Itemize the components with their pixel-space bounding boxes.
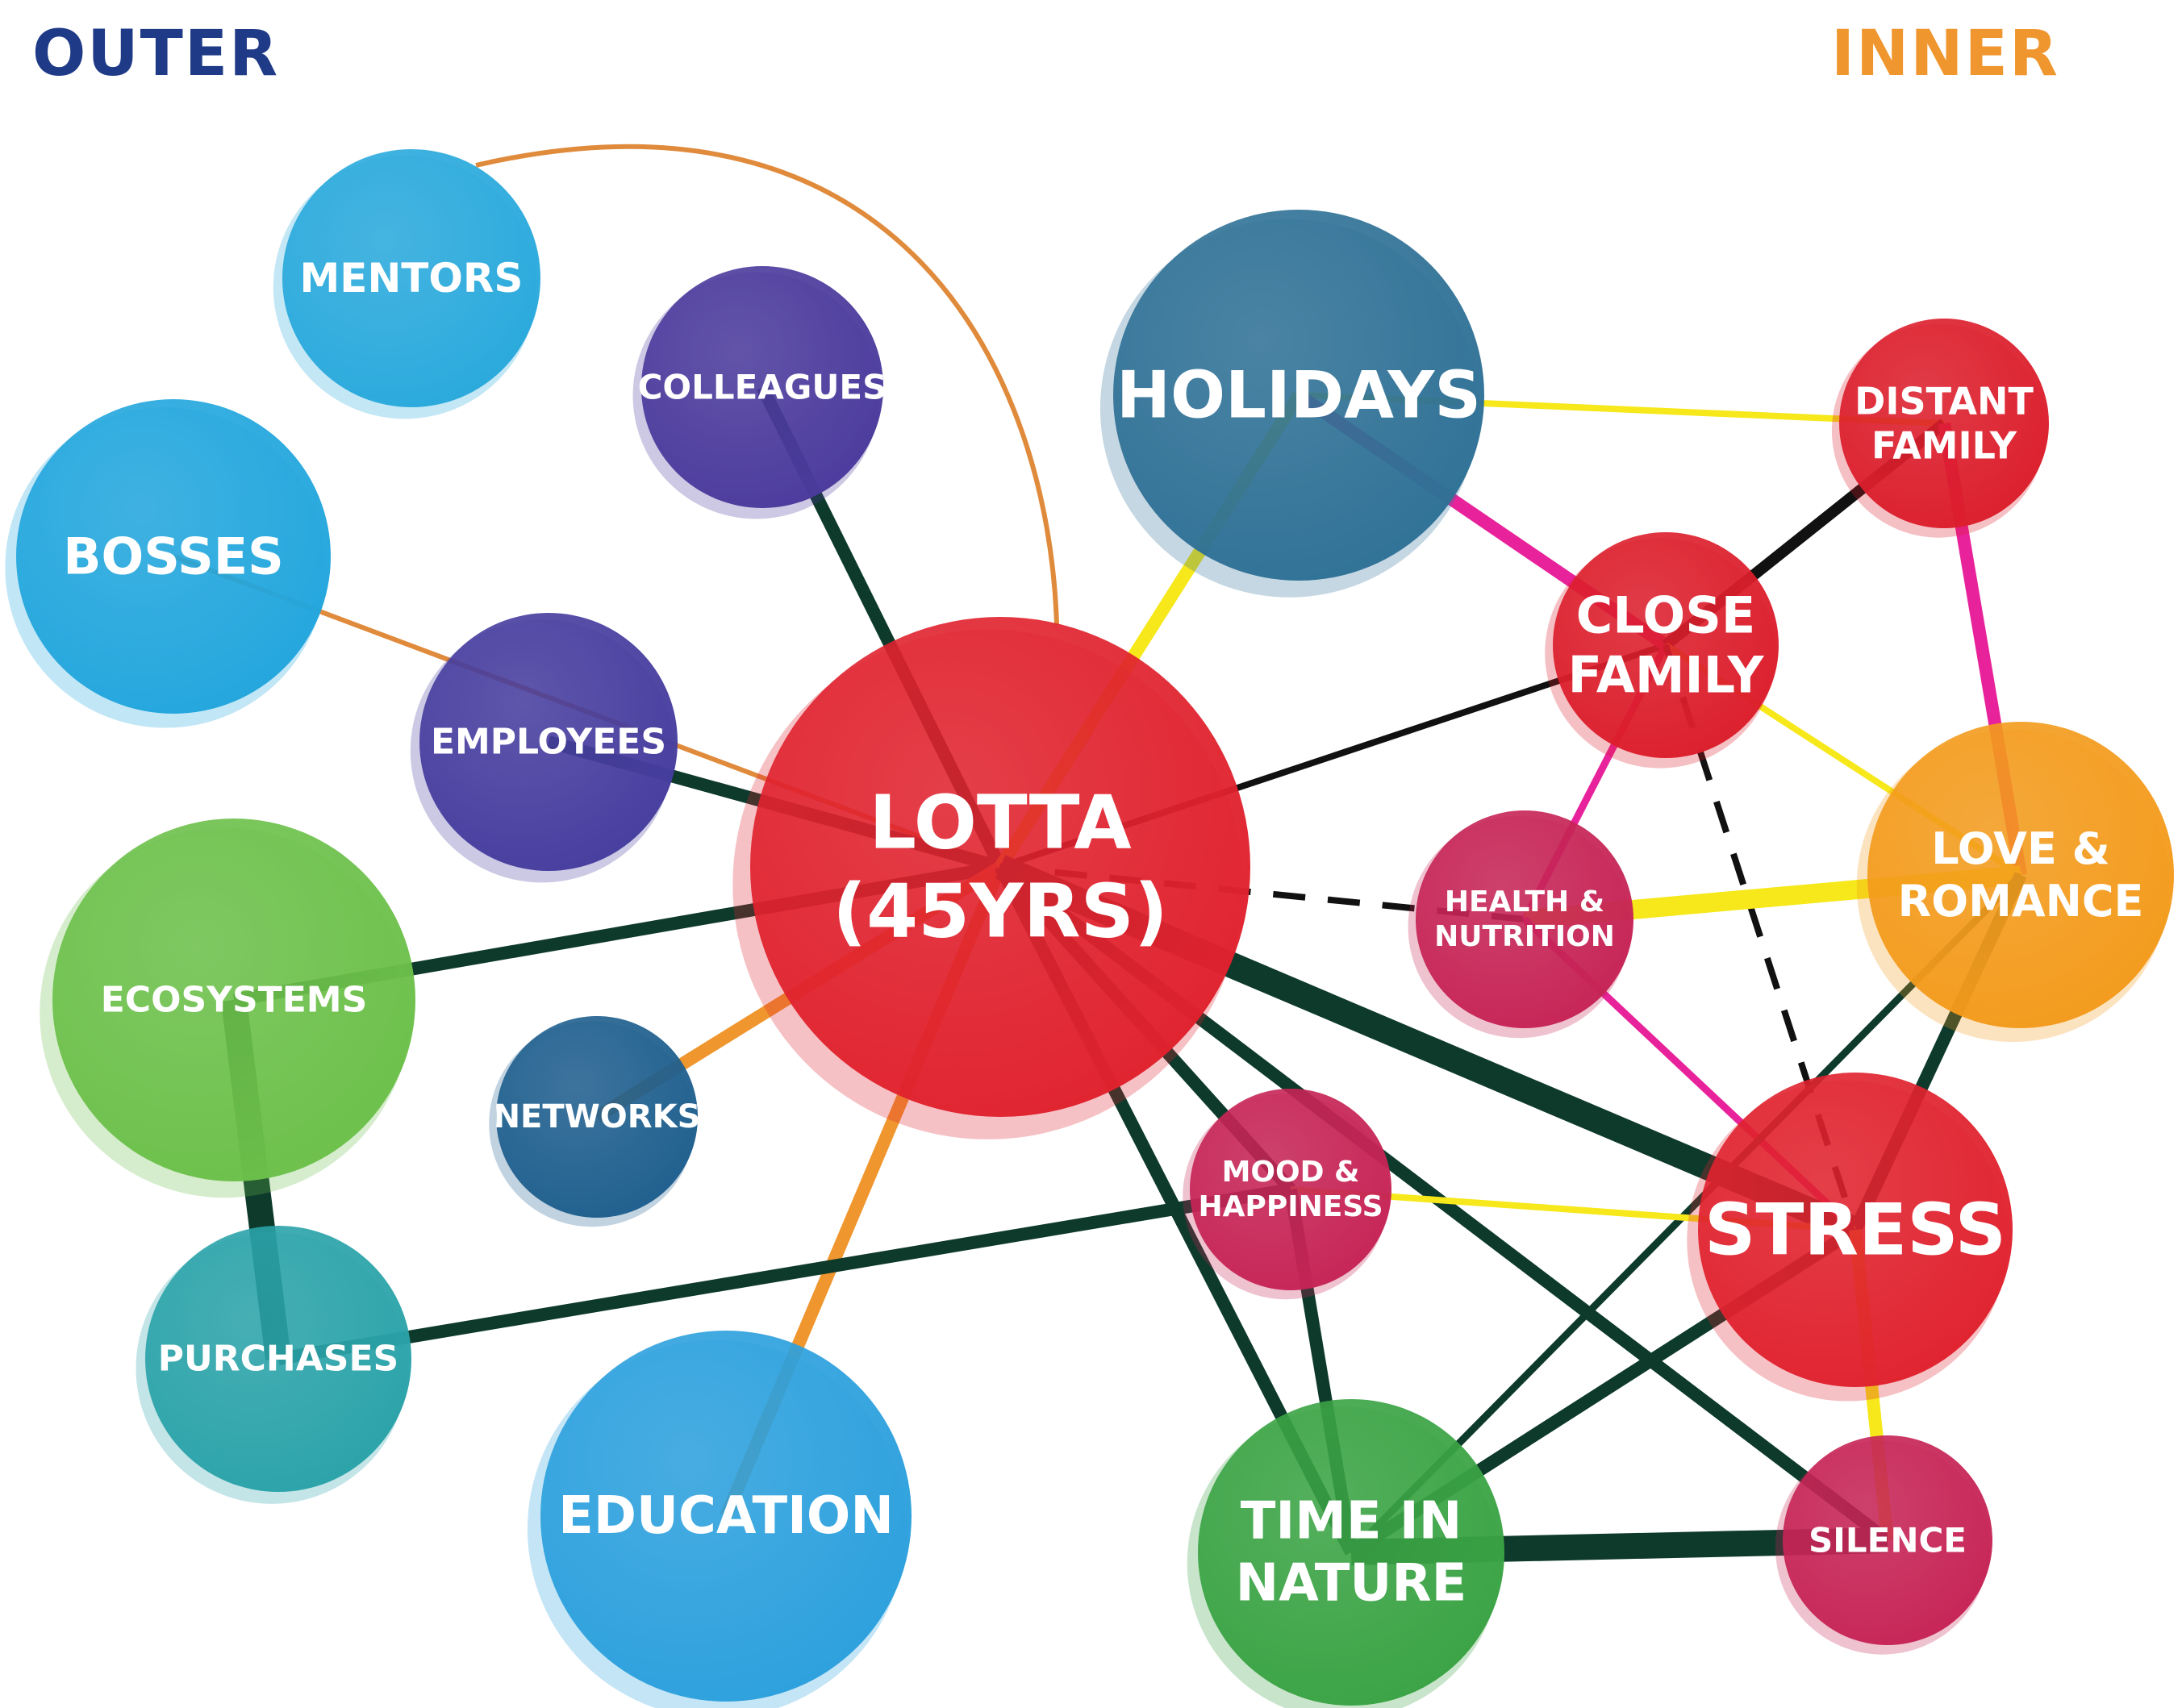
- node-label: NUTRITION: [1434, 920, 1615, 953]
- node-holidays: HOLIDAYS: [1099, 210, 1484, 598]
- node-circle: [1839, 319, 2049, 528]
- edge-mentors-to-lotta: [475, 144, 1059, 626]
- node-label: MOOD &: [1222, 1156, 1360, 1189]
- node-label: DISTANT: [1854, 379, 2034, 423]
- node-label: LOTTA: [869, 779, 1131, 865]
- node-circle: [1867, 722, 2174, 1028]
- node-bosses: BOSSES: [5, 399, 331, 728]
- node-education: EDUCATION: [527, 1331, 912, 1708]
- node-employees: EMPLOYEES: [410, 613, 678, 883]
- node-label: CLOSE: [1576, 585, 1756, 644]
- node-label: HOLIDAYS: [1116, 358, 1481, 433]
- node-label: LOVE &: [1931, 823, 2110, 874]
- edge-purchases-to-mood-happiness: [277, 1183, 1292, 1365]
- node-label: STRESS: [1704, 1189, 2006, 1272]
- node-label: EDUCATION: [558, 1486, 894, 1546]
- node-circle: [52, 819, 415, 1181]
- node-circle: [1416, 810, 1633, 1028]
- node-circle: [540, 1331, 912, 1702]
- node-stress: STRESS: [1687, 1073, 2013, 1402]
- node-label: SILENCE: [1809, 1521, 1967, 1560]
- node-health-nutrition: HEALTH &NUTRITION: [1408, 810, 1633, 1039]
- node-label: HEALTH &: [1445, 885, 1604, 919]
- node-label: FAMILY: [1871, 424, 2017, 468]
- node-label: TIME IN: [1241, 1492, 1462, 1552]
- node-circle: [16, 399, 331, 714]
- node-label: NETWORKS: [494, 1098, 701, 1135]
- node-circle: [1783, 1435, 1992, 1645]
- node-label: EMPLOYEES: [431, 722, 666, 763]
- node-circle: [419, 613, 678, 871]
- node-circle: [1553, 532, 1779, 758]
- nodes-layer: MENTORS COLLEAGUES BOSSES EMPLOYEES ECOSYSTE…: [5, 149, 2174, 1708]
- inner-label: INNER: [1831, 18, 2059, 90]
- node-love-romance: LOVE &ROMANCE: [1856, 722, 2174, 1043]
- node-circle: [145, 1226, 411, 1492]
- node-circle: [1198, 1399, 1504, 1706]
- node-silence: SILENCE: [1775, 1435, 1992, 1655]
- node-label: PURCHASES: [158, 1339, 398, 1380]
- node-label: FAMILY: [1568, 646, 1765, 705]
- node-label: ECOSYSTEMS: [101, 980, 368, 1021]
- node-label: BOSSES: [63, 527, 284, 586]
- node-circle: [496, 1016, 698, 1218]
- node-circle: [641, 266, 883, 508]
- node-ecosystems: ECOSYSTEMS: [40, 819, 415, 1198]
- node-mood-happiness: MOOD &HAPPINESS: [1183, 1089, 1391, 1300]
- edge-love-romance-to-time-in-nature: [1348, 872, 2024, 1556]
- node-networks: NETWORKS: [489, 1016, 700, 1227]
- node-circle: [1698, 1073, 2013, 1387]
- node-label: MENTORS: [300, 255, 524, 302]
- node-label: (45YRS): [832, 869, 1168, 955]
- node-label: NATURE: [1236, 1553, 1467, 1613]
- node-label: HAPPINESS: [1198, 1190, 1383, 1223]
- node-label: ROMANCE: [1898, 876, 2144, 927]
- node-lotta: LOTTA(45YRS): [732, 617, 1250, 1139]
- outer-label: OUTER: [32, 18, 280, 90]
- node-circle: [282, 149, 540, 407]
- node-mentors: MENTORS: [273, 149, 540, 419]
- node-circle: [750, 617, 1250, 1117]
- node-label: COLLEAGUES: [638, 368, 887, 407]
- node-circle: [1190, 1089, 1391, 1290]
- node-circle: [1113, 210, 1484, 581]
- node-colleagues: COLLEAGUES: [632, 266, 887, 519]
- node-purchases: PURCHASES: [136, 1226, 411, 1504]
